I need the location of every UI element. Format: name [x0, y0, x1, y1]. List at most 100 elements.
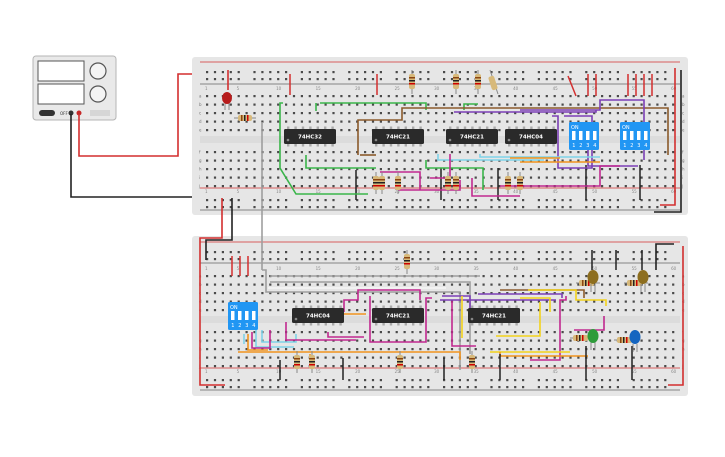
strip-hole[interactable] — [300, 292, 303, 295]
strip-hole[interactable] — [545, 168, 548, 171]
strip-hole[interactable] — [435, 292, 438, 295]
strip-hole[interactable] — [229, 331, 232, 334]
strip-hole[interactable] — [261, 309, 264, 312]
strip-hole[interactable] — [490, 120, 493, 123]
rail-hole[interactable] — [593, 258, 596, 261]
rail-hole[interactable] — [269, 258, 272, 261]
rail-hole[interactable] — [395, 379, 398, 382]
rail-hole[interactable] — [237, 206, 240, 209]
strip-hole[interactable] — [577, 300, 580, 303]
strip-hole[interactable] — [608, 292, 612, 295]
strip-hole[interactable] — [213, 292, 217, 295]
rail-hole[interactable] — [379, 386, 382, 389]
strip-hole[interactable] — [601, 185, 604, 188]
strip-hole[interactable] — [664, 331, 667, 334]
rail-hole[interactable] — [324, 199, 327, 202]
rail-hole[interactable] — [213, 78, 217, 81]
strip-hole[interactable] — [356, 348, 359, 351]
strip-hole[interactable] — [640, 309, 643, 312]
positive-terminal[interactable] — [76, 110, 82, 116]
rail-hole[interactable] — [466, 258, 469, 261]
strip-hole[interactable] — [498, 348, 501, 351]
strip-hole[interactable] — [490, 348, 493, 351]
strip-hole[interactable] — [490, 103, 493, 106]
strip-hole[interactable] — [624, 331, 627, 334]
strip-hole[interactable] — [332, 168, 335, 171]
rail-hole[interactable] — [253, 199, 256, 202]
strip-hole[interactable] — [664, 356, 667, 359]
rail-hole[interactable] — [664, 206, 667, 209]
strip-hole[interactable] — [300, 185, 303, 188]
ic-chip[interactable]: 74HC21 — [446, 126, 498, 147]
rail-hole[interactable] — [450, 199, 454, 202]
rail-hole[interactable] — [569, 71, 572, 74]
strip-hole[interactable] — [206, 185, 209, 188]
strip-hole[interactable] — [577, 168, 580, 171]
rail-hole[interactable] — [640, 199, 643, 202]
strip-hole[interactable] — [601, 365, 604, 368]
strip-hole[interactable] — [292, 168, 296, 171]
rail-hole[interactable] — [664, 78, 667, 81]
negative-terminal[interactable] — [68, 110, 74, 116]
strip-hole[interactable] — [593, 365, 596, 368]
strip-hole[interactable] — [269, 159, 272, 162]
rail-hole[interactable] — [371, 78, 375, 81]
strip-hole[interactable] — [261, 300, 264, 303]
rail-hole[interactable] — [324, 386, 327, 389]
rail-hole[interactable] — [656, 71, 659, 74]
strip-hole[interactable] — [624, 292, 627, 295]
rail-hole[interactable] — [561, 206, 564, 209]
strip-hole[interactable] — [213, 365, 217, 368]
rail-hole[interactable] — [450, 206, 454, 209]
strip-hole[interactable] — [308, 159, 311, 162]
strip-hole[interactable] — [364, 283, 367, 286]
rail-hole[interactable] — [277, 78, 280, 81]
rail-hole[interactable] — [664, 386, 667, 389]
strip-hole[interactable] — [561, 300, 564, 303]
strip-hole[interactable] — [450, 176, 454, 179]
strip-hole[interactable] — [545, 120, 548, 123]
strip-hole[interactable] — [443, 185, 446, 188]
rail-hole[interactable] — [269, 199, 272, 202]
strip-hole[interactable] — [640, 112, 643, 115]
strip-hole[interactable] — [561, 159, 564, 162]
rail-hole[interactable] — [403, 251, 406, 254]
strip-hole[interactable] — [561, 168, 564, 171]
strip-hole[interactable] — [593, 309, 596, 312]
strip-hole[interactable] — [443, 95, 446, 98]
strip-hole[interactable] — [253, 300, 256, 303]
strip-hole[interactable] — [221, 151, 224, 154]
strip-hole[interactable] — [553, 365, 556, 368]
strip-hole[interactable] — [387, 300, 390, 303]
resistor[interactable] — [234, 115, 256, 121]
rail-hole[interactable] — [411, 379, 414, 382]
strip-hole[interactable] — [569, 112, 572, 115]
rail-hole[interactable] — [277, 251, 280, 254]
strip-hole[interactable] — [522, 120, 525, 123]
strip-hole[interactable] — [577, 95, 580, 98]
strip-hole[interactable] — [253, 112, 256, 115]
strip-hole[interactable] — [229, 185, 232, 188]
strip-hole[interactable] — [577, 283, 580, 286]
rail-hole[interactable] — [371, 199, 375, 202]
rail-hole[interactable] — [419, 78, 422, 81]
strip-hole[interactable] — [569, 348, 572, 351]
strip-hole[interactable] — [435, 331, 438, 334]
rail-hole[interactable] — [253, 71, 256, 74]
rail-hole[interactable] — [332, 71, 335, 74]
strip-hole[interactable] — [529, 292, 533, 295]
strip-hole[interactable] — [206, 168, 209, 171]
strip-hole[interactable] — [601, 348, 604, 351]
strip-hole[interactable] — [387, 356, 390, 359]
strip-hole[interactable] — [300, 103, 303, 106]
rail-hole[interactable] — [537, 206, 540, 209]
strip-hole[interactable] — [529, 309, 533, 312]
strip-hole[interactable] — [498, 275, 501, 278]
strip-hole[interactable] — [403, 339, 406, 342]
strip-hole[interactable] — [490, 168, 493, 171]
strip-hole[interactable] — [221, 120, 224, 123]
rail-hole[interactable] — [553, 78, 556, 81]
rail-hole[interactable] — [498, 199, 501, 202]
strip-hole[interactable] — [514, 292, 517, 295]
strip-hole[interactable] — [308, 176, 311, 179]
